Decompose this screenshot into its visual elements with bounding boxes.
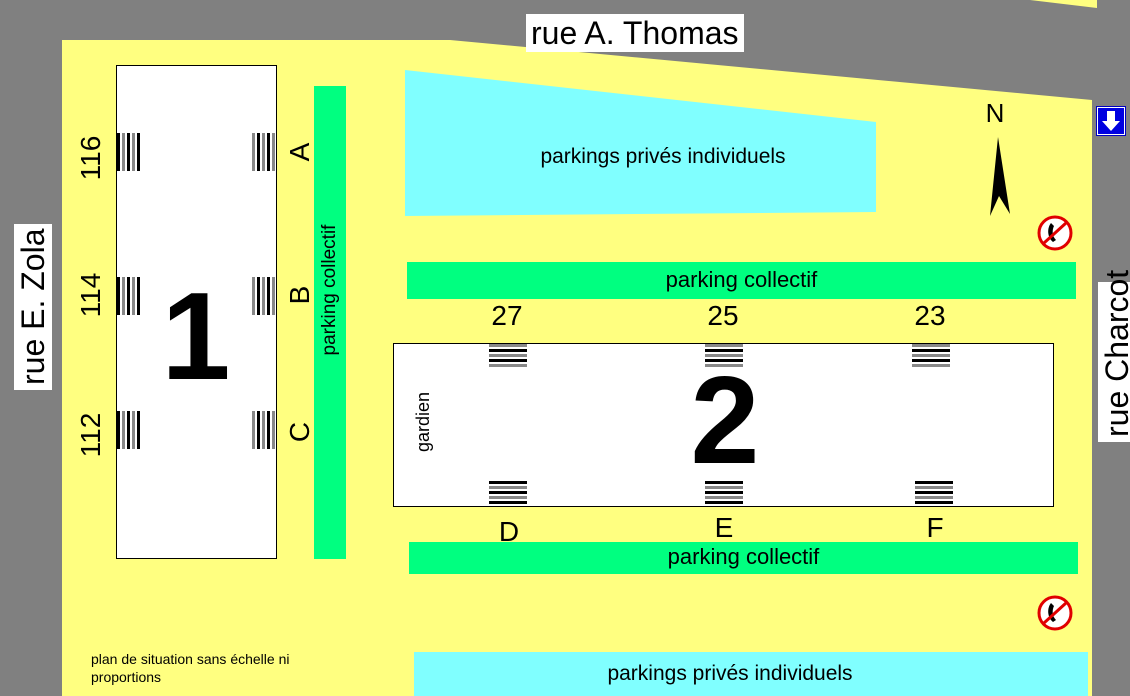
ground-corner-ne bbox=[1030, 0, 1097, 8]
compass-label: N bbox=[985, 98, 1005, 128]
no-phone-icon bbox=[1036, 594, 1074, 632]
entrance-stripes-icon bbox=[915, 481, 953, 505]
entrance-stripes-icon bbox=[489, 481, 527, 505]
collective-parking-north-label: parking collectif bbox=[665, 267, 818, 292]
collective-parking-b1-label: parking collectif bbox=[319, 224, 340, 356]
street-label-east: rue Charcot bbox=[1098, 270, 1130, 442]
compass-arrow-icon bbox=[990, 137, 1010, 216]
private-parking-north bbox=[405, 70, 876, 216]
entrance-stripes-icon bbox=[489, 344, 527, 368]
entrance-stripes-icon bbox=[252, 133, 276, 171]
collective-parking-south-label: parking collectif bbox=[667, 544, 820, 569]
address-116: 116 bbox=[75, 135, 106, 181]
street-label-north: rue A. Thomas bbox=[526, 14, 744, 52]
address-23: 23 bbox=[914, 300, 946, 331]
entrance-stripes-icon bbox=[117, 133, 141, 171]
collective-parking-b1 bbox=[314, 86, 346, 559]
street-label-west: rue E. Zola bbox=[14, 224, 52, 390]
building-1-number: 1 bbox=[161, 268, 231, 406]
no-phone-icon bbox=[1036, 214, 1074, 252]
entrance-c: C bbox=[284, 421, 315, 443]
private-parking-north-label: parkings privés individuels bbox=[540, 145, 786, 168]
entrance-stripes-icon bbox=[117, 277, 141, 315]
entrance-stripes-icon bbox=[705, 481, 743, 505]
scale-note: plan de situation sans échelle ni propor… bbox=[91, 651, 290, 685]
entrance-a: A bbox=[284, 142, 315, 162]
entrance-d: D bbox=[498, 516, 520, 547]
address-25: 25 bbox=[707, 300, 739, 331]
entrance-f: F bbox=[926, 512, 944, 543]
entrance-b: B bbox=[284, 285, 315, 305]
building-2-number: 2 bbox=[690, 352, 760, 490]
address-112: 112 bbox=[75, 412, 106, 458]
one-way-arrow-icon bbox=[1096, 106, 1126, 136]
collective-parking-north bbox=[407, 262, 1076, 299]
private-parking-south bbox=[414, 652, 1088, 696]
address-27: 27 bbox=[491, 300, 523, 331]
private-parking-south-label: parkings privés individuels bbox=[607, 662, 853, 685]
building-1 bbox=[116, 65, 277, 559]
address-114: 114 bbox=[75, 272, 106, 318]
entrance-stripes-icon bbox=[705, 344, 743, 368]
building-2 bbox=[393, 343, 1054, 507]
entrance-e: E bbox=[714, 512, 734, 543]
collective-parking-south bbox=[409, 542, 1078, 574]
entrance-stripes-icon bbox=[912, 344, 950, 368]
entrance-stripes-icon bbox=[252, 277, 276, 315]
gardien-label: gardien bbox=[413, 391, 433, 453]
entrance-stripes-icon bbox=[117, 411, 141, 449]
entrance-stripes-icon bbox=[252, 411, 276, 449]
